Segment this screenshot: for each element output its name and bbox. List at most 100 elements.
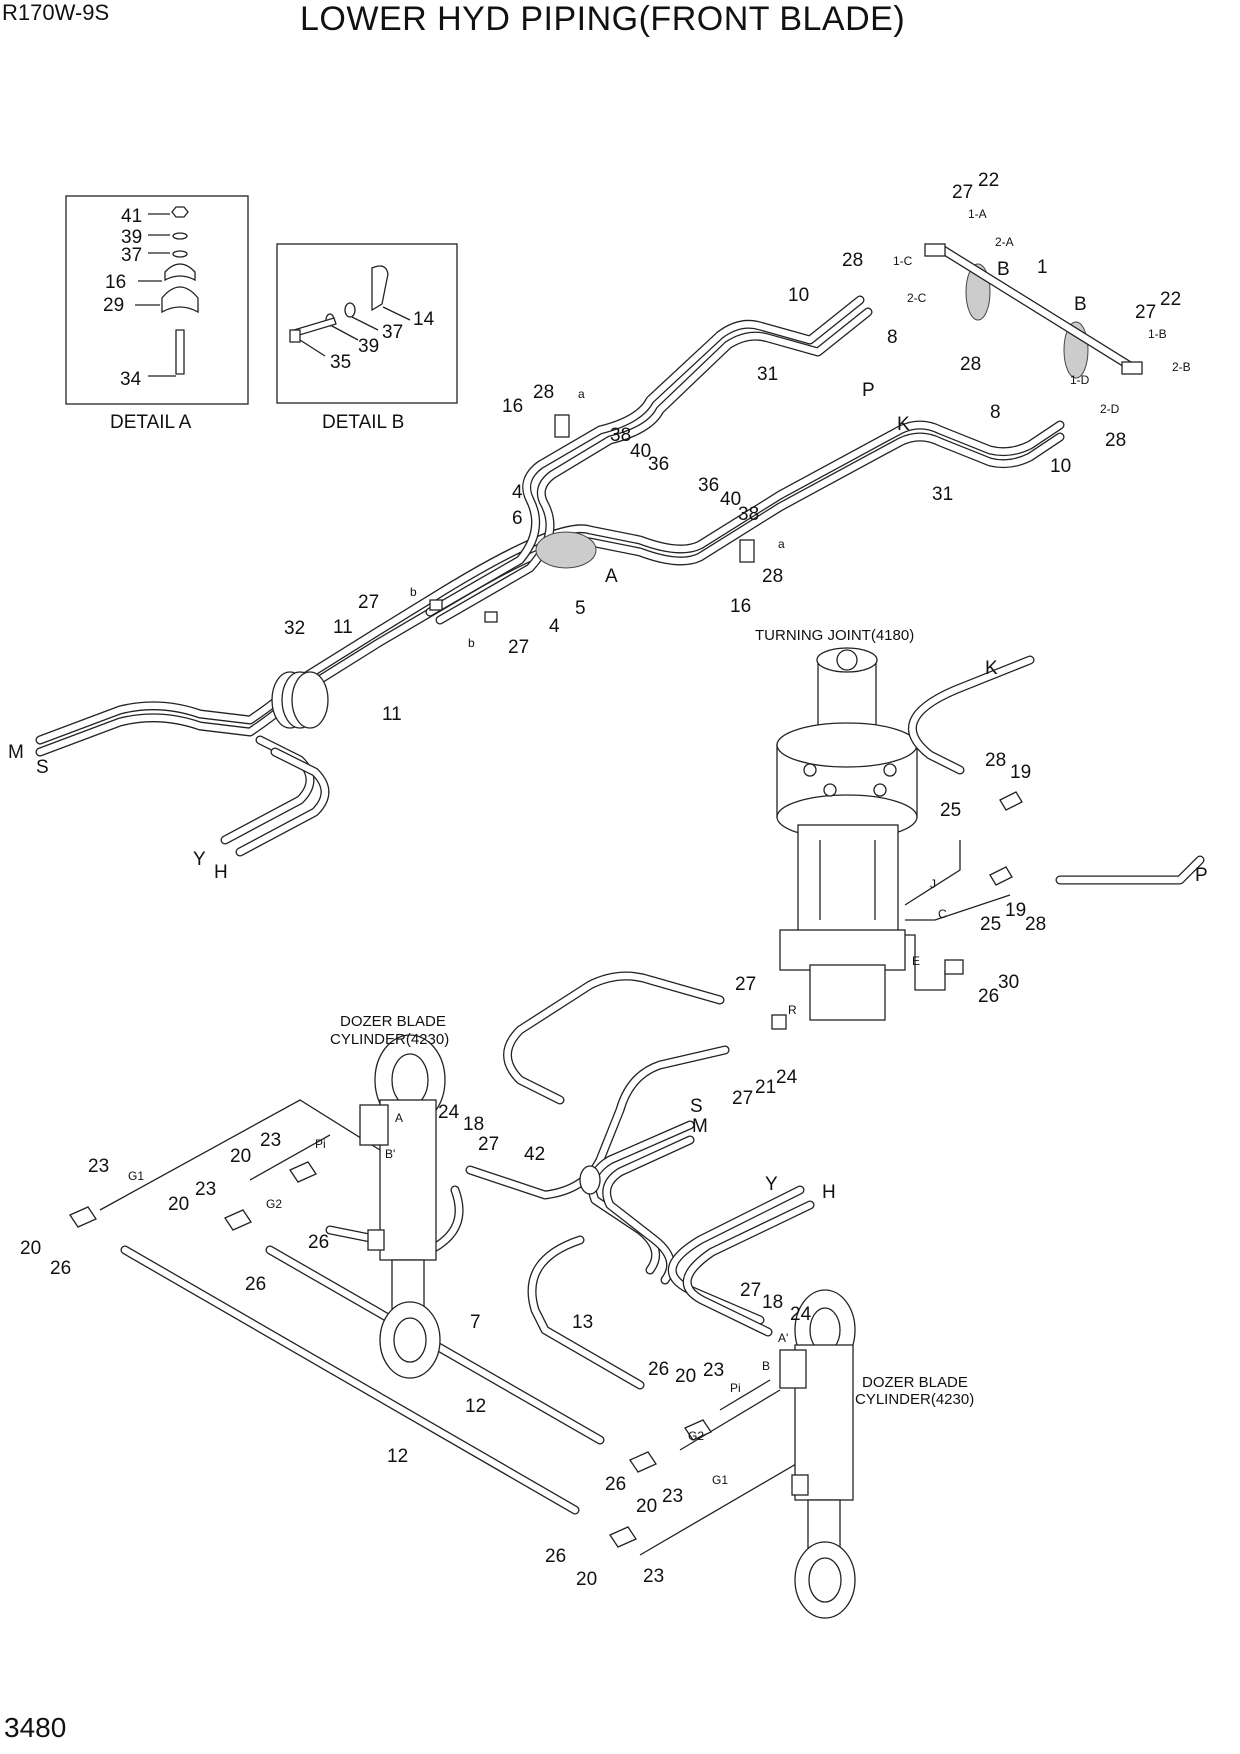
detail-b-label: 37 [382,322,403,343]
callout-label: R [788,1003,797,1017]
callout-label: 23 [662,1486,683,1507]
callout-label: 24 [438,1102,460,1123]
callout-label: C [938,907,947,921]
detail-b: 14 37 39 35 DETAIL B [276,243,458,433]
callout-label: Pi [315,1137,326,1151]
callout-label: b [468,636,475,650]
callout-label: 27 [358,592,379,613]
callout-label: 18 [463,1114,484,1135]
callout-label: 27 [735,974,756,995]
callout-label: 28 [960,354,981,375]
callout-label: 28 [985,750,1006,771]
callout-label: A' [778,1331,788,1345]
callout-label: 1 [1037,257,1048,278]
dozer-cylinder-left [359,1034,446,1379]
callout-label: 32 [284,618,305,639]
callout-label: A [395,1111,403,1125]
callout-label: 31 [932,484,953,505]
callout-label: B [762,1359,770,1373]
dozer-cylinder-right [779,1289,856,1619]
callout-label: K [985,658,998,679]
callout-label: 28 [533,382,554,403]
callout-label: 26 [648,1359,669,1380]
callout-label: 4 [549,616,560,637]
callout-label: 2-D [1100,402,1120,416]
callout-label: 10 [788,285,809,306]
callout-label: B [997,259,1010,280]
callout-label: G1 [712,1473,728,1487]
callout-label: E [912,954,920,968]
dozer-cylinder-label: CYLINDER(4230) [855,1391,974,1408]
detail-a-label: 39 [121,227,142,248]
callout-label: 5 [575,598,586,619]
callout-label: K [897,414,910,435]
upper-piping [35,243,1143,857]
callout-label: 20 [675,1366,696,1387]
dozer-cylinder-label: CYLINDER(4230) [330,1031,449,1048]
callout-label: 11 [382,704,402,725]
callout-label: 7 [470,1312,481,1333]
callout-label: 1-B [1148,327,1167,341]
lower-piping [69,971,856,1619]
callout-label: 27 [732,1088,753,1109]
callout-label: J [930,877,936,891]
callout-label: 23 [703,1360,724,1381]
callout-label: Pi [730,1381,741,1395]
callout-label: 20 [576,1569,597,1590]
detail-b-label: 39 [358,336,379,357]
callout-label: B' [385,1147,395,1161]
callout-label: b [410,585,417,599]
callout-label: 11 [333,617,353,638]
callout-label: 20 [636,1496,657,1517]
page-title: LOWER HYD PIPING(FRONT BLADE) [300,0,906,38]
callout-label: 26 [545,1546,566,1567]
callout-label: 27 [478,1134,499,1155]
callout-label: 38 [738,504,759,525]
callout-label: 25 [980,914,1001,935]
dozer-cylinder-label: DOZER BLADE [862,1374,968,1391]
model-number: R170W-9S [2,0,110,25]
callout-label: 24 [790,1304,812,1325]
callout-label: 26 [605,1474,626,1495]
callout-label: 19 [1010,762,1031,783]
detail-a-label: 29 [103,295,124,316]
callout-label: 36 [648,454,669,475]
callout-label: M [8,742,24,763]
callout-label: 4 [512,482,523,503]
callout-label: 26 [245,1274,266,1295]
turning-joint-callouts: K 28 19 25 J P C 25 19 28 E 26 30 27 R 2… [732,658,1208,1109]
callout-label: 1-C [893,254,913,268]
callout-label: 42 [524,1144,545,1165]
callout-label: Y [193,849,206,870]
detail-a-label: 41 [121,206,142,227]
callout-label: 25 [940,800,961,821]
callout-label: 21 [755,1077,776,1098]
callout-label: 26 [308,1232,329,1253]
callout-label: 22 [978,170,999,191]
callout-label: B [1074,294,1087,315]
callout-label: 2-C [907,291,927,305]
callout-label: P [1195,865,1208,886]
callout-label: 23 [88,1156,109,1177]
callout-label: a [778,537,785,551]
callout-label: 20 [168,1194,189,1215]
callout-label: G2 [688,1429,704,1443]
callout-label: 28 [1025,914,1046,935]
callout-label: 22 [1160,289,1181,310]
callout-label: 27 [1135,302,1156,323]
callout-label: 20 [20,1238,41,1259]
callout-label: 24 [776,1067,798,1088]
callout-label: M [692,1116,708,1137]
callout-label: H [822,1182,836,1203]
callout-label: G2 [266,1197,282,1211]
callout-label: 27 [508,637,529,658]
callout-label: 12 [465,1396,486,1417]
callout-label: P [862,380,875,401]
callout-label: a [578,387,585,401]
callout-label: 31 [757,364,778,385]
callout-label: 2-B [1172,360,1191,374]
callout-label: 28 [762,566,783,587]
detail-a-label: 34 [120,369,142,390]
detail-a-marker [535,531,597,569]
